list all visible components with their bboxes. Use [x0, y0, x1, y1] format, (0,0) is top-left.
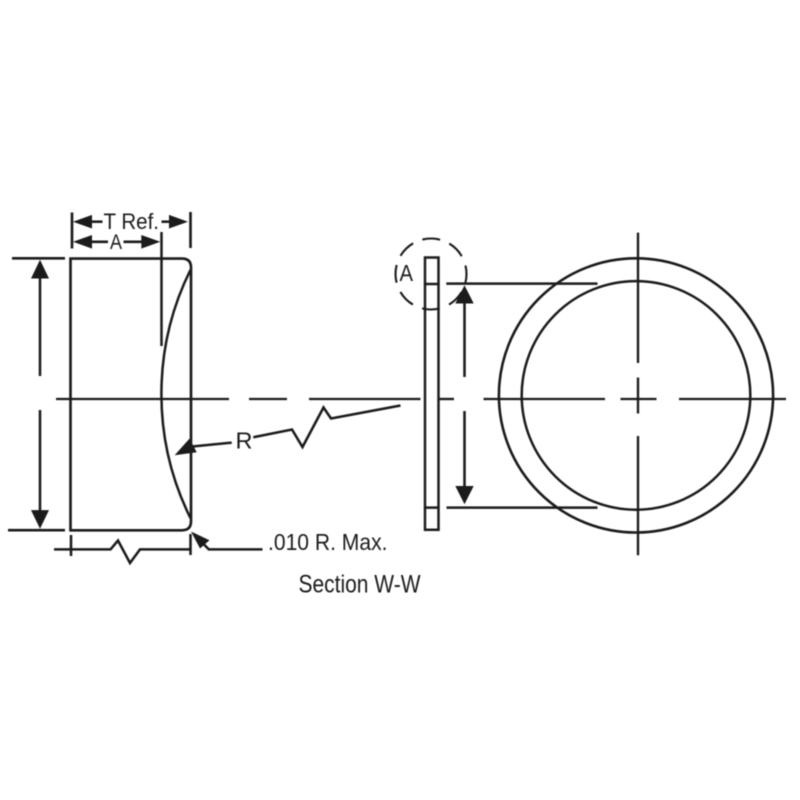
svg-text:A: A [110, 231, 122, 254]
svg-text:A: A [400, 260, 414, 286]
svg-text:T Ref.: T Ref. [104, 209, 160, 234]
svg-text:R: R [236, 428, 253, 454]
svg-text:Section W-W: Section W-W [299, 572, 422, 599]
svg-text:.010 R. Max.: .010 R. Max. [268, 529, 388, 555]
